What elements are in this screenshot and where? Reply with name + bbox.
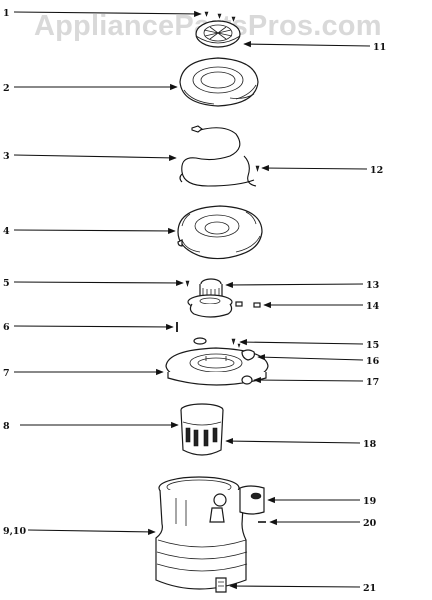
- callout-7: 7: [3, 368, 10, 379]
- part-4-motor-housing[interactable]: [177, 205, 263, 260]
- callout-14: 14: [366, 301, 380, 312]
- part-9-10-tank[interactable]: [155, 476, 248, 590]
- right-callouts: 11 12 13 14 15 16 17 18 19 20 21: [363, 42, 386, 594]
- part-17-small-part[interactable]: [241, 375, 253, 385]
- callout-13: 13: [366, 280, 379, 291]
- part-11-top-cap[interactable]: [195, 20, 241, 48]
- part-2-upper-housing[interactable]: [179, 57, 259, 107]
- leader-lines: [13, 10, 371, 590]
- part-3-power-cord[interactable]: [179, 125, 257, 187]
- part-15-small-pieces[interactable]: [193, 337, 241, 348]
- callout-17: 17: [366, 377, 379, 388]
- part-13-motor[interactable]: [187, 278, 233, 318]
- callout-1: 1: [3, 8, 10, 19]
- callout-2: 2: [3, 83, 10, 94]
- part-14-small-parts[interactable]: [235, 301, 261, 308]
- callout-21: 21: [363, 583, 376, 594]
- part-21-foot[interactable]: [215, 577, 227, 593]
- left-callouts: 1 2 3 4 5 6 7 8 9,10: [3, 8, 27, 537]
- part-5-screw[interactable]: [185, 280, 190, 288]
- callout-19: 19: [363, 496, 377, 507]
- callout-16: 16: [366, 356, 380, 367]
- callout-3: 3: [3, 151, 10, 162]
- part-12-clip[interactable]: [255, 165, 260, 173]
- callout-15: 15: [366, 340, 379, 351]
- callout-20: 20: [363, 518, 377, 529]
- callout-11: 11: [373, 42, 386, 53]
- callout-12: 12: [370, 165, 383, 176]
- callout-18: 18: [363, 439, 377, 450]
- part-1-screws[interactable]: [204, 11, 236, 22]
- callout-4: 4: [3, 226, 10, 237]
- part-16-small-part[interactable]: [241, 349, 255, 361]
- callout-8: 8: [3, 421, 10, 432]
- callout-5: 5: [3, 278, 10, 289]
- part-19-side-latch[interactable]: [239, 485, 265, 515]
- callout-9-10: 9,10: [3, 526, 27, 537]
- callout-6: 6: [3, 322, 10, 333]
- part-18-filter-cartridge[interactable]: [180, 403, 224, 456]
